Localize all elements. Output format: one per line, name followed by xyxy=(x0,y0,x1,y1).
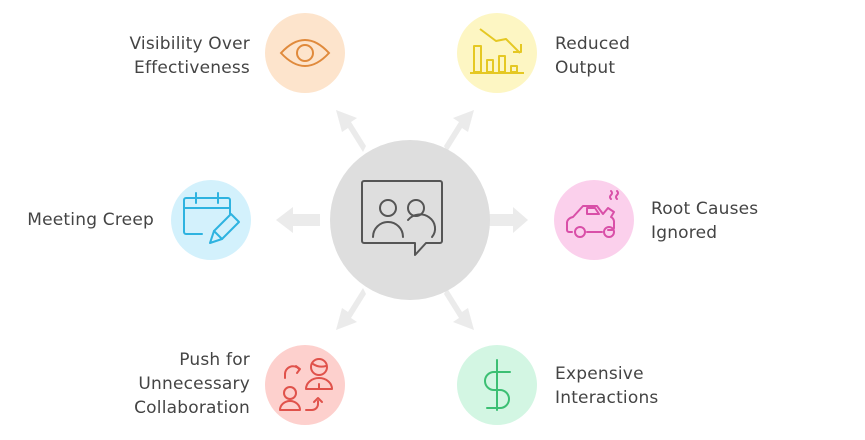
arrow-down-left-icon xyxy=(336,288,366,330)
node-reduced-output xyxy=(457,13,537,93)
node-collaboration xyxy=(265,345,345,425)
label-line: Visibility Over xyxy=(129,34,250,54)
label-line: Ignored xyxy=(651,223,718,243)
node-visibility xyxy=(265,13,345,93)
label-collaboration: Push for Unnecessary Collaboration xyxy=(134,348,250,420)
label-line: Output xyxy=(555,58,616,78)
label-line: Root Causes xyxy=(651,199,759,219)
declining-bar-chart-icon xyxy=(470,28,524,74)
arrow-right-icon xyxy=(485,207,528,233)
node-root-causes xyxy=(554,180,634,260)
label-expensive: Expensive Interactions xyxy=(555,362,659,410)
center-node xyxy=(330,140,490,300)
node-expensive xyxy=(457,345,537,425)
node-meeting-creep xyxy=(171,180,251,260)
dollar-icon xyxy=(484,359,511,411)
label-line: Interactions xyxy=(555,388,659,408)
arrow-left-icon xyxy=(276,207,320,233)
broken-car-icon xyxy=(566,190,619,238)
people-exchange-icon xyxy=(279,358,333,411)
arrow-down-right-icon xyxy=(444,288,474,330)
arrow-up-right-icon xyxy=(444,110,474,152)
label-line: Push for xyxy=(179,350,250,370)
label-meeting-creep: Meeting Creep xyxy=(27,208,154,232)
label-line: Collaboration xyxy=(134,398,250,418)
label-line: Expensive xyxy=(555,364,644,384)
label-line: Effectiveness xyxy=(134,58,250,78)
label-line: Reduced xyxy=(555,34,631,54)
label-root-causes: Root Causes Ignored xyxy=(651,197,758,245)
arrows xyxy=(276,110,528,330)
calendar-edit-icon xyxy=(183,192,240,244)
arrow-up-left-icon xyxy=(336,110,366,152)
group-chat-icon xyxy=(361,180,443,256)
label-visibility: Visibility Over Effectiveness xyxy=(129,32,250,80)
label-line: Meeting Creep xyxy=(27,210,154,230)
label-reduced-output: Reduced Output xyxy=(555,32,630,80)
eye-icon xyxy=(279,39,331,67)
label-line: Unnecessary xyxy=(138,374,250,394)
